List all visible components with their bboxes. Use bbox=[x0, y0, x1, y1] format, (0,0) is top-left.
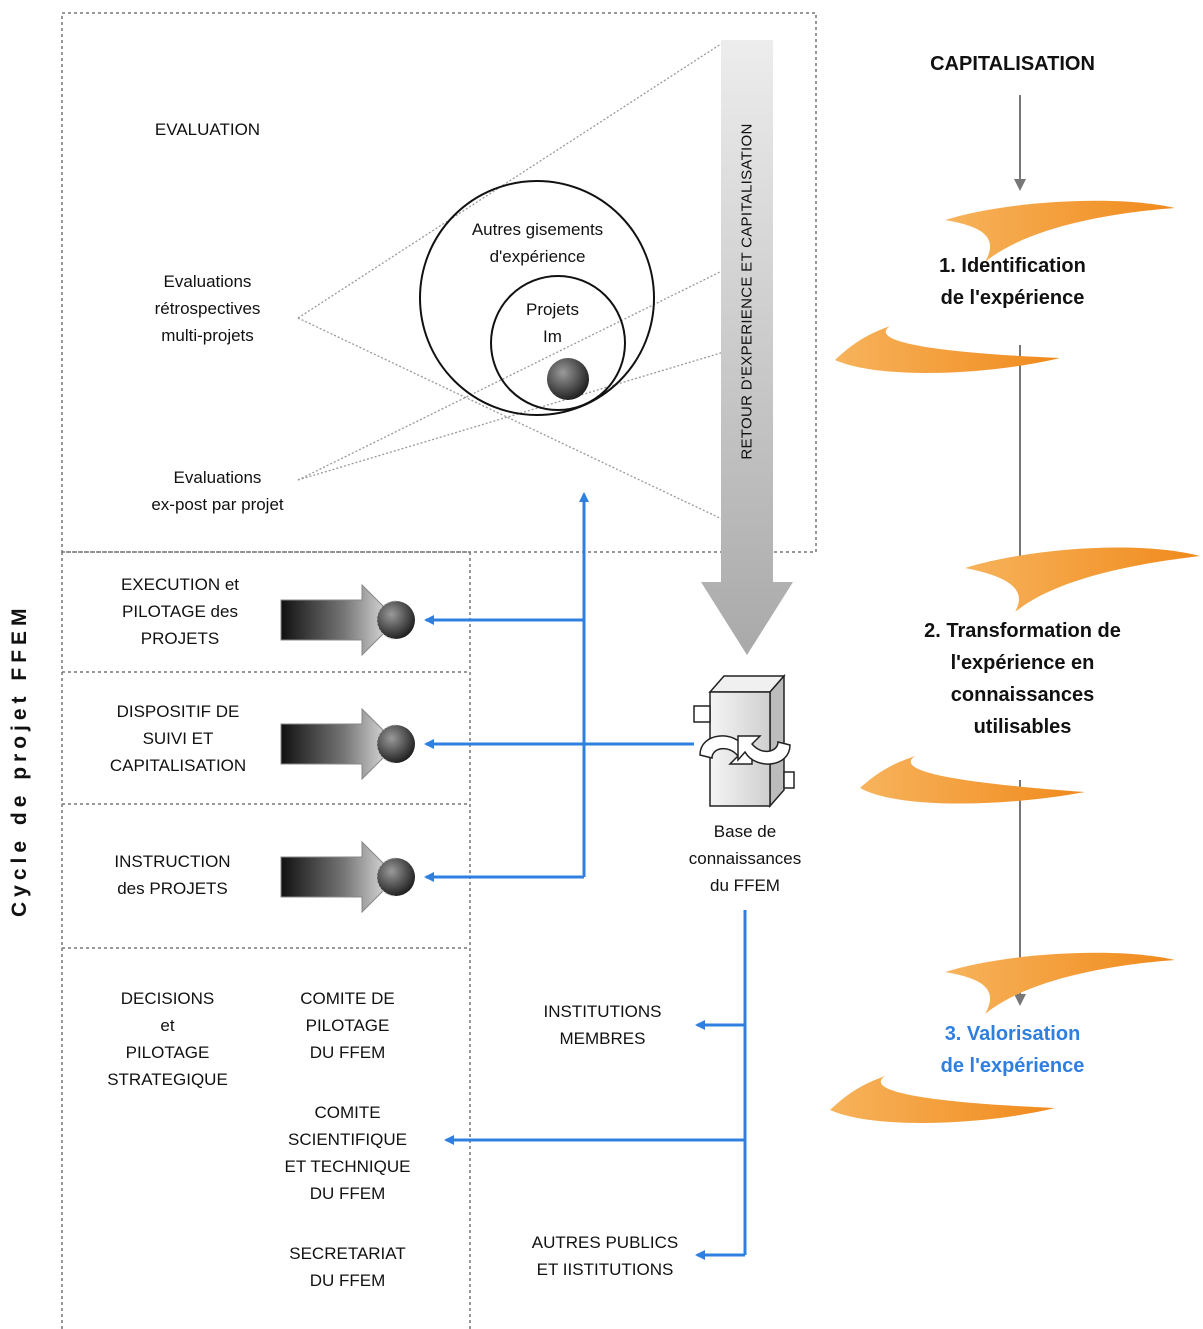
capitalisation-title: CAPITALISATION bbox=[930, 53, 1095, 75]
stage-arrow-execution bbox=[280, 583, 415, 657]
decisions-title: DECISIONS et PILOTAGE STRATEGIQUE bbox=[107, 989, 228, 1089]
evaluations-retrospectives-label: Evaluations rétrospectives multi-projets bbox=[154, 272, 261, 345]
evaluation-frame bbox=[61, 12, 817, 1329]
comite-scientifique-label: COMITE SCIENTIFIQUE ET TECHNIQUE DU FFEM bbox=[284, 1103, 411, 1203]
cycle-title: Cycle de projet FFEM bbox=[8, 603, 31, 917]
step-valorisation: 3. Valorisation de l'expérience bbox=[940, 1023, 1085, 1077]
stage-execution-label: EXECUTION et PILOTAGE des PROJETS bbox=[120, 575, 240, 648]
outer-circle bbox=[419, 180, 655, 416]
step-transformation: 2. Transformation de l'expérience en con… bbox=[924, 620, 1121, 738]
inner-circle bbox=[490, 275, 626, 411]
retour-label: RETOUR D'EXPERIENCE ET CAPITALISATION bbox=[738, 123, 756, 460]
stage-arrow-instruction bbox=[280, 840, 415, 914]
evaluation-title: EVALUATION bbox=[154, 120, 261, 139]
stage-instruction-label: INSTRUCTION des PROJETS bbox=[114, 852, 231, 898]
institutions-membres-label: INSTITUTIONS MEMBRES bbox=[543, 1002, 662, 1048]
outer-circle-label: Autres gisements d'expérience bbox=[471, 220, 604, 266]
knowledge-base-label: Base de connaissances du FFEM bbox=[688, 822, 802, 895]
swooshes bbox=[830, 200, 1200, 1123]
knowledge-base-icon bbox=[693, 674, 795, 808]
perspective-lines bbox=[297, 41, 725, 521]
evaluations-expost-label: Evaluations ex-post par projet bbox=[151, 468, 284, 514]
secretariat-label: SECRETARIAT DU FFEM bbox=[289, 1244, 406, 1290]
autres-publics-label: AUTRES PUBLICS ET IISTITUTIONS bbox=[531, 1233, 679, 1279]
stage-dispositif-label: DISPOSITIF DE SUIVI ET CAPITALISATION bbox=[109, 702, 247, 775]
step-identification: 1. Identification de l'expérience bbox=[939, 255, 1086, 309]
project-ball bbox=[547, 358, 589, 400]
retour-arrow bbox=[701, 40, 793, 655]
comite-pilotage-label: COMITE DE PILOTAGE DU FFEM bbox=[300, 989, 395, 1062]
inner-circle-label: Projets Im bbox=[526, 300, 579, 346]
stage-arrow-dispositif bbox=[280, 707, 415, 781]
blue-connectors bbox=[424, 492, 747, 1260]
